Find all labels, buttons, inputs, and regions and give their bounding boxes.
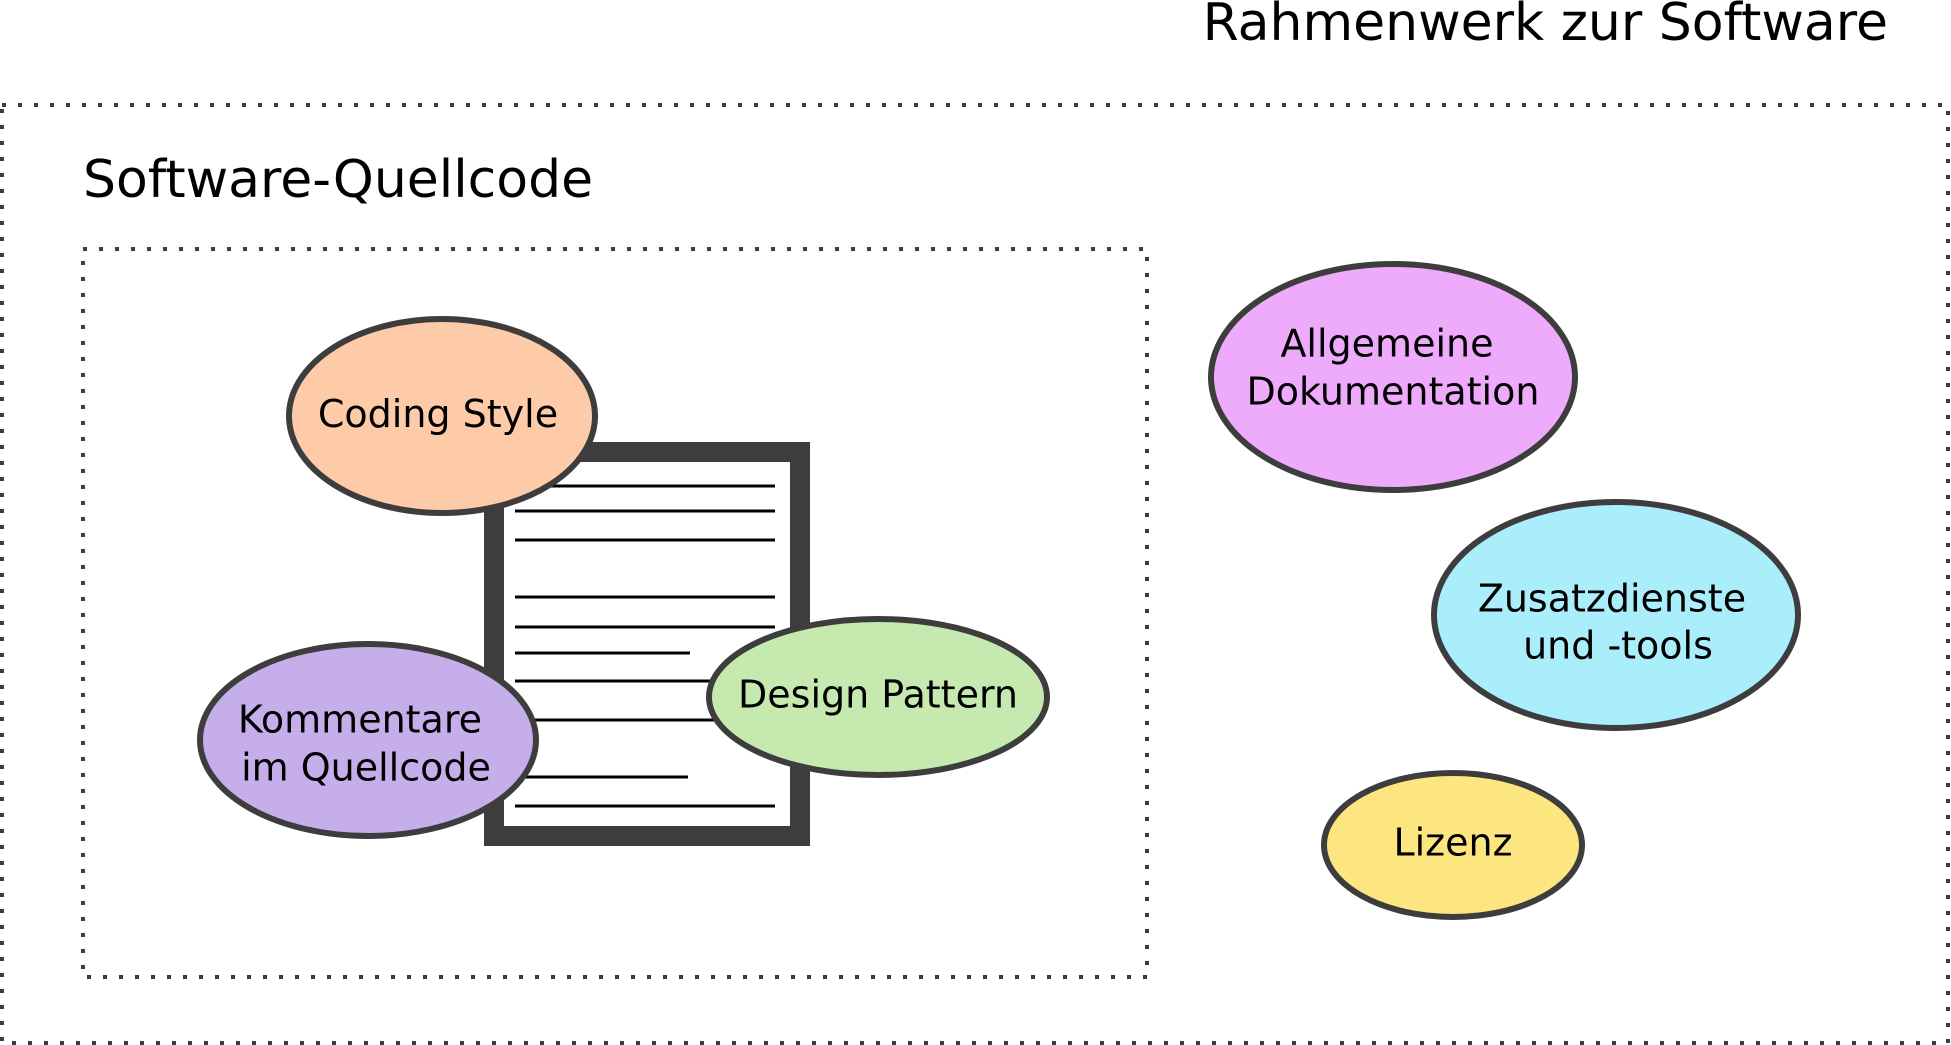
outer-frame <box>0 103 1950 1045</box>
kommentare-label: Kommentare im Quellcode <box>238 687 494 790</box>
coding-style-label: Coding Style <box>318 392 558 436</box>
design-pattern-label: Design Pattern <box>738 673 1018 717</box>
zusatzdienste-ellipse: Zusatzdienste und -tools <box>1431 499 1801 731</box>
kommentare-ellipse: Kommentare im Quellcode <box>197 641 539 839</box>
inner-frame-title: Software-Quellcode <box>83 150 593 210</box>
zusatzdienste-label: Zusatzdienste und -tools <box>1478 566 1758 668</box>
inner-frame <box>81 247 1149 979</box>
lizenz-label: Lizenz <box>1393 821 1512 865</box>
outer-frame-title: Rahmenwerk zur Software <box>1203 0 1888 53</box>
design-pattern-ellipse: Design Pattern <box>706 616 1050 778</box>
allgemeine-dokumentation-ellipse: Allgemeine Dokumentation <box>1208 261 1578 493</box>
allgemeine-dokumentation-label: Allgemeine Dokumentation <box>1247 311 1540 414</box>
coding-style-ellipse: Coding Style <box>286 316 598 516</box>
lizenz-ellipse: Lizenz <box>1321 770 1585 920</box>
